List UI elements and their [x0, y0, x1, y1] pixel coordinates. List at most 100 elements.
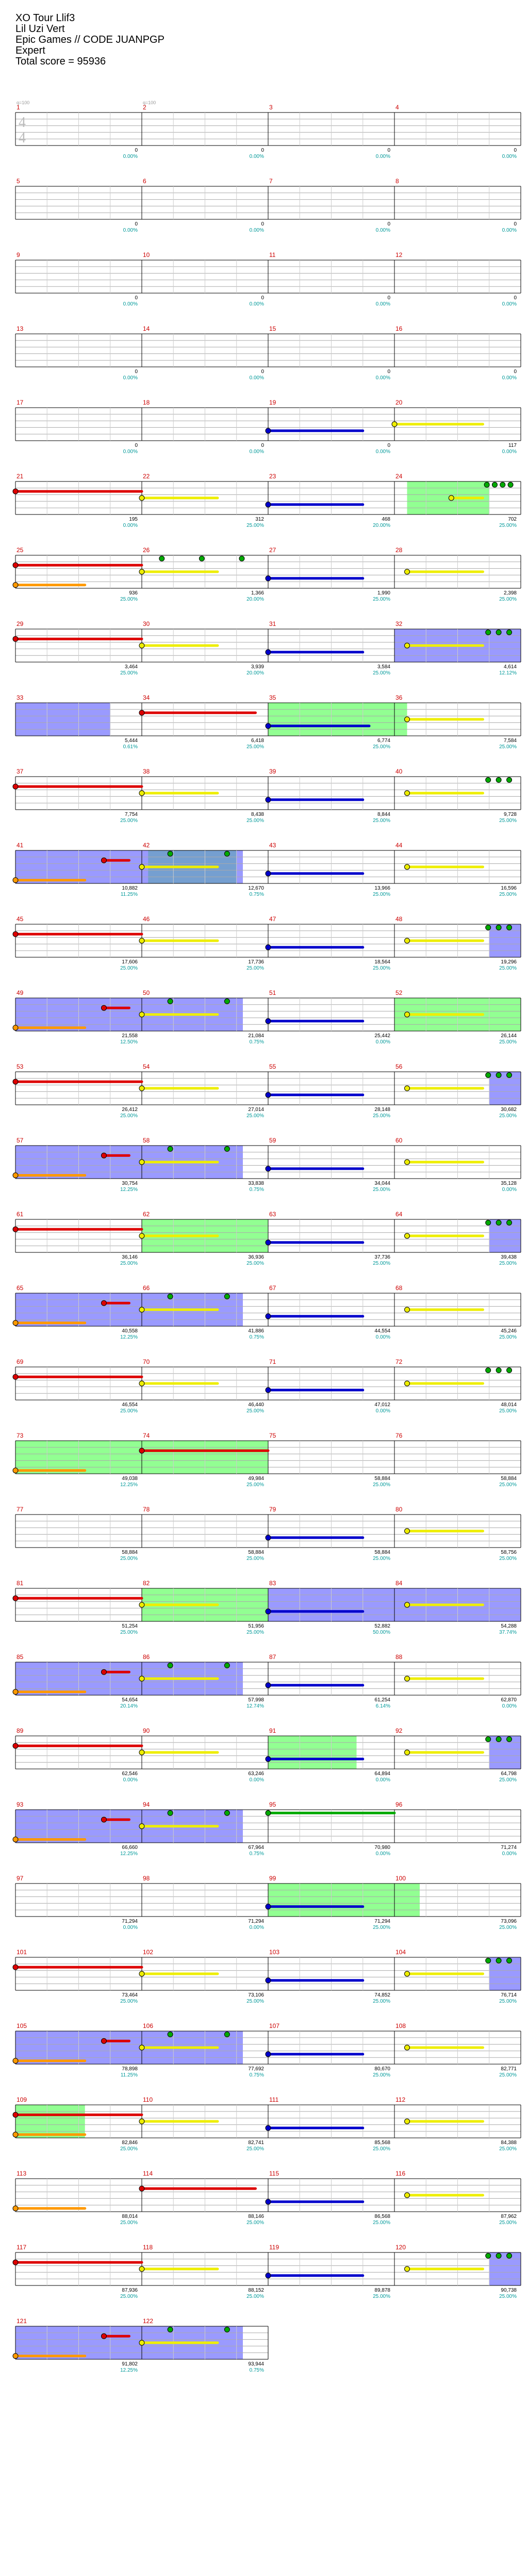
measure-percent: 0.00% — [250, 301, 264, 307]
song-header: XO Tour Llif3 Lil Uzi Vert Epic Games //… — [15, 13, 164, 67]
measure-score: 0 — [514, 369, 517, 375]
star-power-section — [489, 2252, 521, 2285]
measure-score: 30,754 — [122, 1181, 138, 1186]
note-gem-blue — [265, 1313, 271, 1319]
measure-percent: 11.25% — [121, 2072, 138, 2078]
note-gem-blue — [265, 2273, 271, 2279]
measure-score: 0 — [387, 369, 390, 375]
note-gem-green — [484, 481, 490, 488]
note-gem-orange — [12, 1689, 19, 1695]
staff-row: 335,4440.61%346,41825.00%356,77425.00%36… — [15, 694, 521, 750]
measure-number: 120 — [395, 2244, 406, 2251]
measure-score: 117 — [508, 443, 517, 448]
measure-number: 9 — [16, 251, 20, 259]
measure-percent: 25.00% — [499, 818, 517, 824]
note-gem-green — [224, 2326, 230, 2332]
measure-score: 13,966 — [374, 886, 390, 891]
measure-number: 112 — [395, 2096, 405, 2103]
measure-number: 27 — [269, 546, 276, 554]
measure-number: 12 — [395, 251, 403, 259]
measure-score: 28,148 — [374, 1107, 390, 1113]
measure-score: 0 — [514, 221, 517, 227]
measure-number: 100 — [395, 1875, 406, 1882]
note-gem-red — [139, 1447, 145, 1454]
measure-number: 102 — [143, 1949, 153, 1956]
note-gem-green — [506, 777, 513, 783]
measure-percent: 0.00% — [376, 301, 390, 307]
measure-percent: 0.00% — [502, 154, 517, 159]
note-gem-blue — [265, 1608, 271, 1615]
measure-number: 114 — [143, 2170, 153, 2177]
measure-percent: 0.75% — [250, 892, 264, 897]
measure-number: 19 — [269, 399, 276, 406]
note-gem-blue — [265, 1756, 271, 1762]
difficulty-label: Expert — [15, 45, 45, 56]
measure-score: 12,670 — [248, 886, 264, 891]
note-gem-yellow — [139, 2044, 145, 2051]
measure-percent: 25.00% — [373, 1925, 390, 1930]
measure-number: 4 — [395, 104, 399, 111]
measure-percent: 0.00% — [376, 1408, 390, 1414]
measure-number: 36 — [395, 694, 403, 701]
note-gem-red — [12, 562, 19, 568]
note-gem-orange — [12, 582, 19, 588]
measure-percent: 25.00% — [373, 892, 390, 897]
staff-row: 8554,65420.14%8657,99812.74%8761,2546.14… — [12, 1653, 521, 1709]
measure-number: 73 — [16, 1432, 24, 1439]
staff-row: 4517,60625.00%4617,73625.00%4718,56425.0… — [12, 915, 521, 971]
measure-percent: 25.00% — [120, 1408, 138, 1414]
measure-number: 7 — [269, 178, 273, 185]
measure-percent: 25.00% — [373, 818, 390, 824]
note-gem-orange — [12, 1172, 19, 1179]
note-gem-red — [12, 2112, 19, 2118]
measure-percent: 0.00% — [123, 523, 138, 528]
measure-score: 16,596 — [501, 886, 517, 891]
star-power-section — [15, 703, 110, 736]
measure-number: 59 — [269, 1137, 276, 1144]
measure-percent: 0.00% — [376, 449, 390, 455]
note-gem-green — [506, 629, 513, 635]
measure-percent: 0.00% — [123, 154, 138, 159]
measure-number: 53 — [16, 1063, 24, 1070]
note-gem-green — [496, 2252, 502, 2259]
measure-number: 92 — [395, 1727, 403, 1734]
measure-percent: 0.00% — [250, 449, 264, 455]
measure-number: 89 — [16, 1727, 24, 1734]
measure-percent: 25.00% — [373, 2220, 390, 2226]
note-gem-yellow — [404, 1971, 410, 1977]
measure-number: 2 — [143, 104, 146, 111]
measure-percent: 25.00% — [373, 1187, 390, 1193]
measure-number: 5 — [16, 178, 20, 185]
measure-number: 107 — [269, 2022, 279, 2030]
measure-number: 57 — [16, 1137, 24, 1144]
note-gem-yellow — [404, 1233, 410, 1239]
measure-percent: 12.12% — [499, 670, 517, 676]
note-gem-green — [199, 555, 205, 561]
measure-percent: 0.61% — [123, 744, 138, 750]
measure-percent: 25.00% — [246, 1482, 264, 1488]
measure-percent: 25.00% — [373, 1113, 390, 1119]
measure-score: 39,438 — [501, 1254, 517, 1260]
note-gem-yellow — [404, 2266, 410, 2272]
note-gem-red — [12, 1226, 19, 1232]
staff-row: 10982,84625.00%11082,74125.00%11185,5682… — [12, 2096, 521, 2152]
measure-score: 49,984 — [248, 1476, 264, 1482]
note-gem-green — [506, 924, 513, 930]
measure-score: 64,798 — [501, 1771, 517, 1777]
measure-number: 55 — [269, 1063, 276, 1070]
measure-number: 21 — [16, 473, 24, 480]
measure-percent: 20.00% — [373, 523, 390, 528]
measure-number: 18 — [143, 399, 150, 406]
measure-percent: 50.00% — [373, 1630, 390, 1635]
measure-number: 121 — [16, 2317, 27, 2325]
measure-percent: 25.00% — [246, 1408, 264, 1414]
measure-score: 0 — [387, 295, 390, 301]
note-gem-yellow — [404, 2192, 410, 2198]
measure-percent: 25.00% — [120, 818, 138, 824]
staff-row: 8962,5460.00%9063,2460.00%9164,8940.00%9… — [12, 1727, 521, 1783]
note-gem-orange — [12, 1837, 19, 1843]
measure-percent: 25.00% — [499, 892, 517, 897]
